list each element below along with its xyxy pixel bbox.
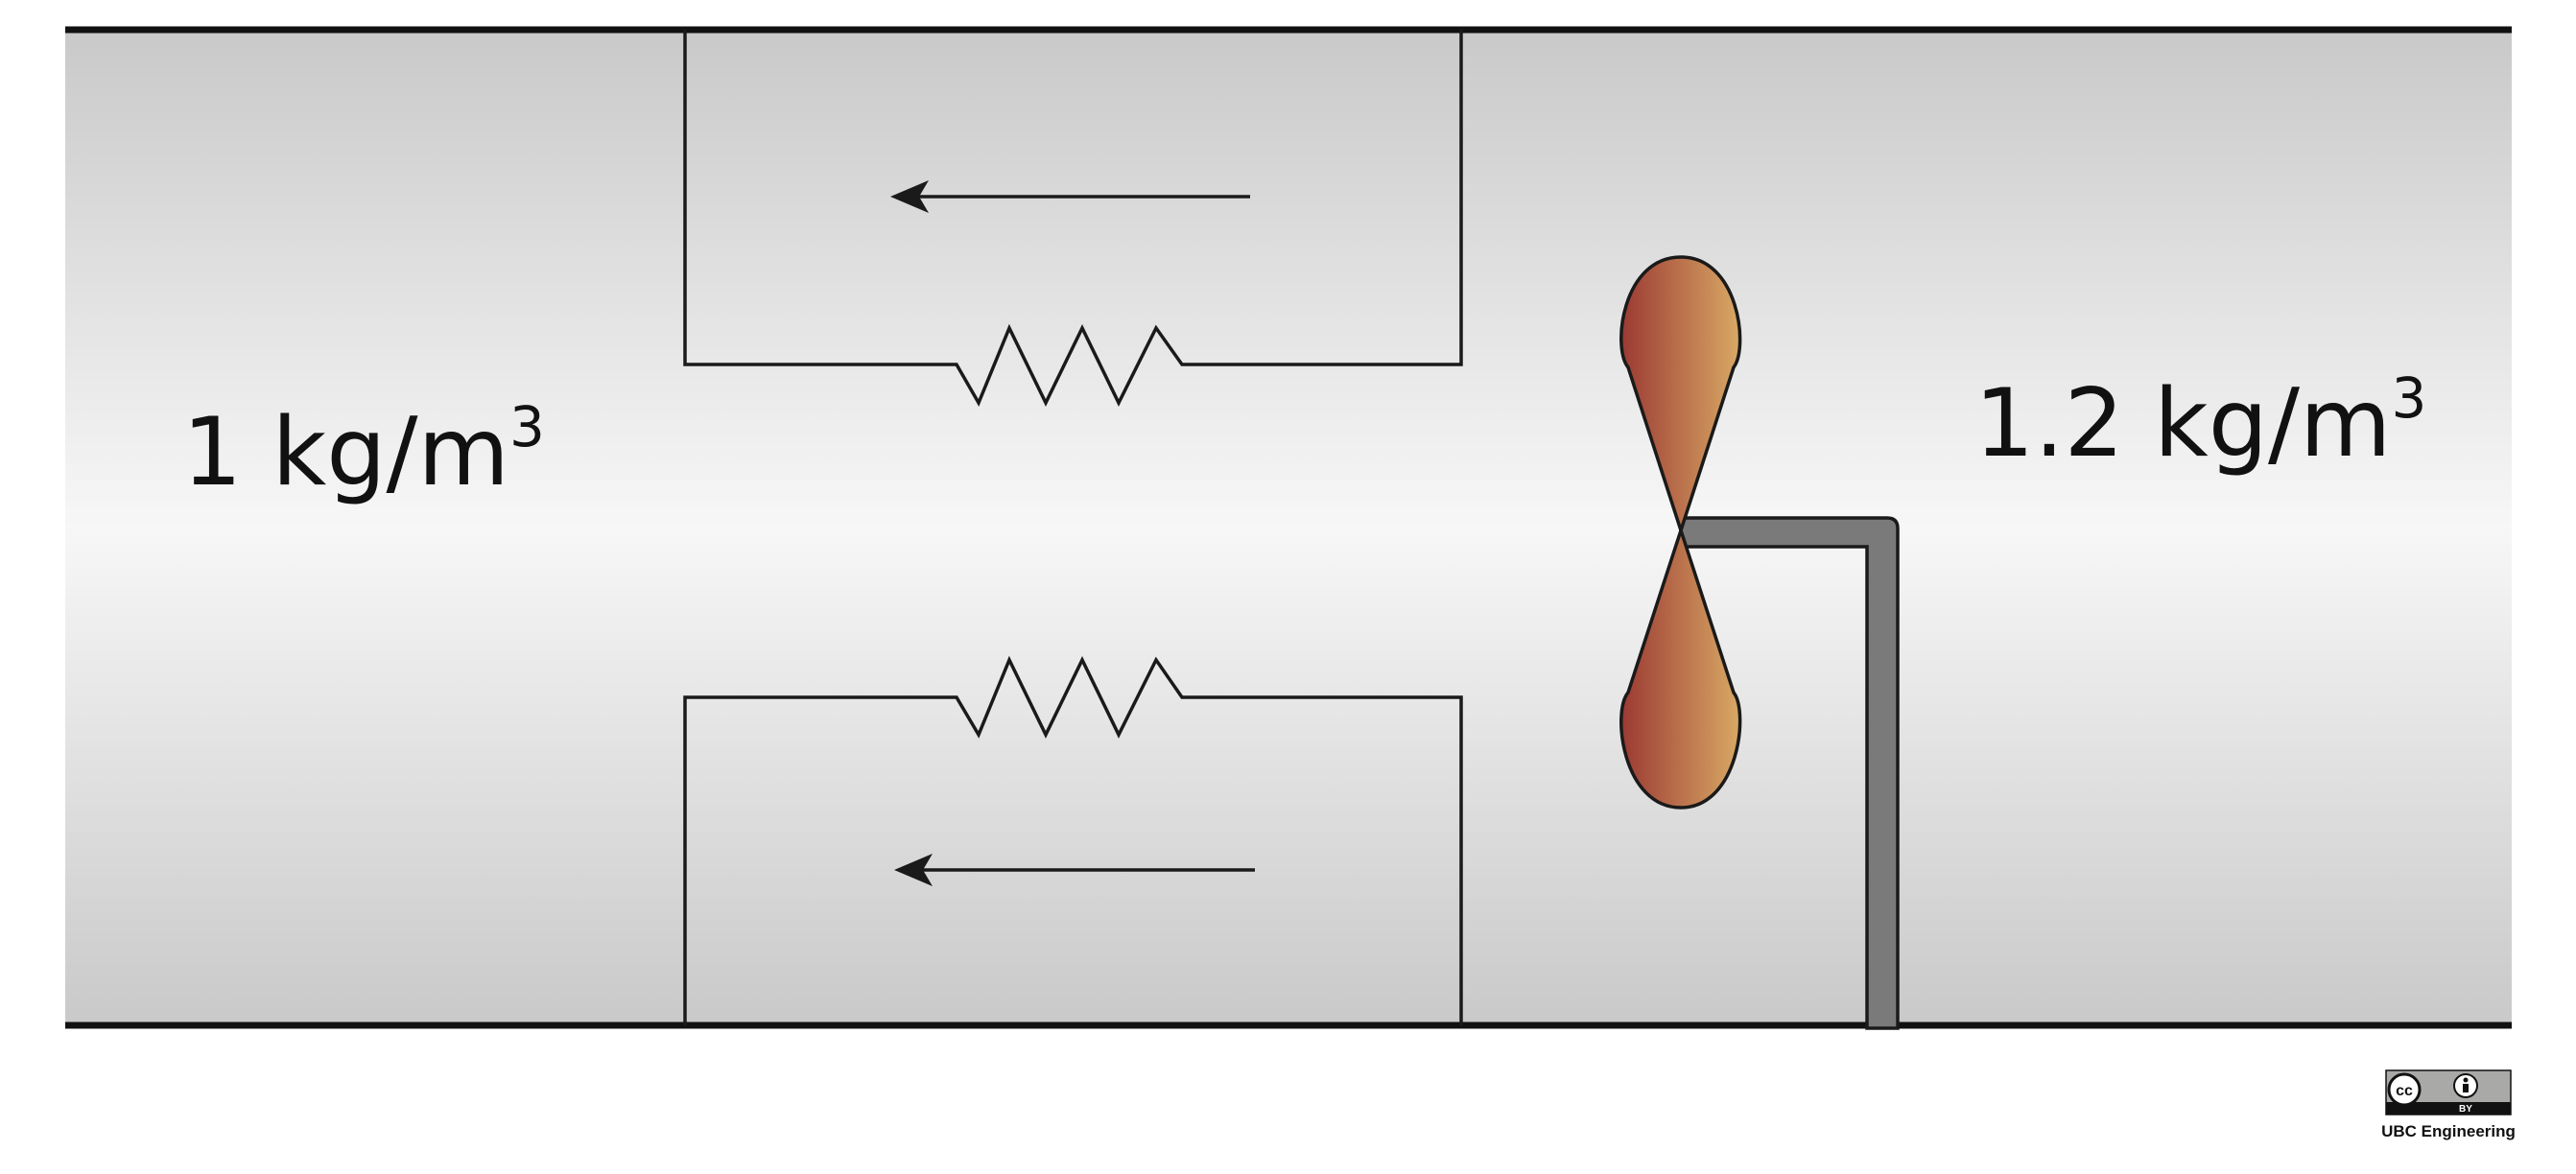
cc-badge-text: cc — [2396, 1083, 2413, 1099]
cc-by-icon: cc BY — [2385, 1069, 2512, 1115]
left-density-value: 1 kg/m — [182, 398, 509, 507]
duct — [65, 26, 2512, 1029]
lower-circuit — [683, 655, 1463, 1025]
by-badge-text: BY — [2459, 1104, 2472, 1115]
fan-blade-bottom — [1619, 525, 1742, 810]
right-density-value: 1.2 kg/m — [1974, 369, 2391, 479]
duct-interior — [65, 29, 2512, 1024]
left-density-exponent: 3 — [509, 394, 545, 459]
right-density-exponent: 3 — [2391, 365, 2426, 431]
shaft-icon — [1679, 516, 1900, 1030]
upper-circuit-wire — [683, 30, 1463, 407]
upper-circuit — [683, 30, 1463, 407]
arrow-left-icon — [890, 180, 929, 213]
credit-label: UBC Engineering — [2381, 1122, 2516, 1140]
right-density-label: 1.2 kg/m3 — [1974, 365, 2426, 479]
lower-circuit-wire — [683, 655, 1463, 1025]
fan-icon — [1619, 255, 1742, 810]
arrow-left-icon — [894, 854, 933, 886]
fan-blade-top — [1619, 255, 1742, 536]
left-density-label: 1 kg/m3 — [182, 394, 545, 507]
